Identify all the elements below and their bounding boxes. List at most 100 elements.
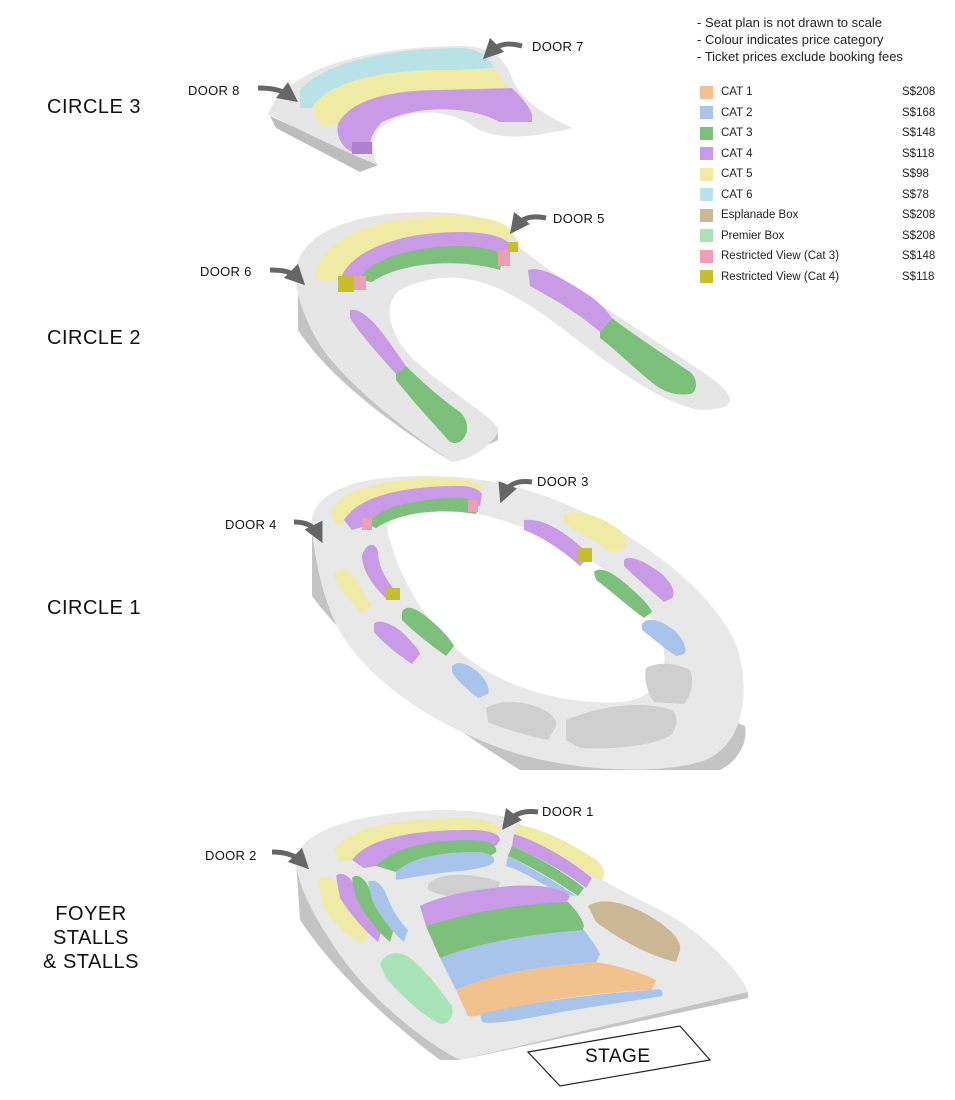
legend-label: Restricted View (Cat 4) xyxy=(721,270,840,283)
door-6-label: DOOR 6 xyxy=(200,264,252,279)
swatch-cat6 xyxy=(700,188,713,202)
stalls-right-cat3 xyxy=(508,846,584,896)
price-legend: CAT 1 S$208 CAT 2 S$168 CAT 3 S$148 CAT 4 S$… xyxy=(700,82,942,287)
circle1-right-cat2-block xyxy=(642,619,686,656)
legend-item-cat2: CAT 2 S$168 xyxy=(700,103,942,124)
circle2-right-cat4-arm xyxy=(528,269,612,332)
stalls-foyer-cat5 xyxy=(334,818,500,862)
legend-price: S$208 xyxy=(902,229,936,242)
level-label-stalls-line2: & STALLS xyxy=(43,951,139,973)
legend-label: CAT 3 xyxy=(721,127,753,140)
door-3-arrow xyxy=(498,479,533,504)
stalls-premier-box xyxy=(380,953,453,1024)
door-1-arrow xyxy=(501,807,539,830)
circle2-restricted-cat4-right xyxy=(508,242,518,252)
legend-item-esplanade-box: Esplanade Box S$208 xyxy=(700,205,942,226)
legend-price: S$148 xyxy=(902,250,936,263)
circle2-restricted-cat3-left xyxy=(354,276,366,290)
stalls-level xyxy=(271,807,748,1087)
door-4-arrow xyxy=(293,519,323,543)
stalls-center-cat4 xyxy=(420,885,570,926)
circle1-box-right xyxy=(645,663,692,704)
stalls-left-cat4 xyxy=(336,873,382,942)
circle2-right-cat3-arm xyxy=(600,318,696,395)
door-6-arrow xyxy=(269,263,306,286)
swatch-cat1 xyxy=(700,85,713,99)
circle1-box-center-right xyxy=(566,705,677,749)
stalls-front-cat2 xyxy=(480,989,663,1023)
level-label-stalls: FOYER STALLS & STALLS xyxy=(18,902,164,974)
legend-label: Premier Box xyxy=(721,229,785,242)
circle2-cat3-band xyxy=(358,246,503,282)
stalls-right-cat5 xyxy=(514,824,604,880)
legend-label: Restricted View (Cat 3) xyxy=(721,250,840,263)
door-8-label: DOOR 8 xyxy=(188,83,240,98)
swatch-premier-box xyxy=(700,229,713,243)
circle2-left-cat4-arm xyxy=(350,309,406,374)
circle3-level xyxy=(257,37,572,172)
circle1-left-cat3-block xyxy=(402,607,454,656)
legend-label: Esplanade Box xyxy=(721,209,799,222)
stalls-center-cat2 xyxy=(440,930,600,990)
stalls-right-cat2 xyxy=(506,856,576,896)
door-2-label: DOOR 2 xyxy=(205,848,257,863)
stalls-center-cat3 xyxy=(426,902,584,958)
level-label-stalls-line1: FOYER STALLS xyxy=(53,903,129,949)
legend-item-cat3: CAT 3 S$148 xyxy=(700,123,942,144)
circle1-back-cat3 xyxy=(366,498,478,528)
swatch-restricted-cat4 xyxy=(700,270,713,284)
legend-price: S$118 xyxy=(902,270,935,283)
legend-label: CAT 5 xyxy=(721,168,753,181)
stalls-center-cat1 xyxy=(456,962,656,1017)
legend-label: CAT 2 xyxy=(721,106,753,119)
circle1-left-cat5-block xyxy=(334,568,372,612)
legend-label: CAT 4 xyxy=(721,147,753,160)
level-label-circle3: CIRCLE 3 xyxy=(47,96,142,118)
legend-price: S$208 xyxy=(902,209,936,222)
circle1-level xyxy=(293,475,746,770)
circle1-left-restricted-cat4 xyxy=(386,588,400,600)
circle1-well xyxy=(387,508,665,703)
legend-price: S$168 xyxy=(902,106,936,119)
stalls-right-cat4 xyxy=(512,834,592,888)
stalls-foyer-cat4 xyxy=(352,830,500,868)
level-label-circle2: CIRCLE 2 xyxy=(47,327,142,349)
circle2-cat4-band xyxy=(340,232,510,280)
circle2-restricted-cat4-left xyxy=(338,276,354,292)
legend-item-restricted-cat3: Restricted View (Cat 3) S$148 xyxy=(700,246,942,267)
note-booking-fees: - Ticket prices exclude booking fees xyxy=(697,49,903,64)
circle3-cat4-section xyxy=(337,88,532,152)
circle1-left-cat2-block xyxy=(452,663,489,698)
legend-item-restricted-cat4: Restricted View (Cat 4) S$118 xyxy=(700,267,942,288)
circle2-left-cat3-arm xyxy=(396,366,468,443)
circle1-right-cat4-block xyxy=(624,557,674,602)
door-8-arrow xyxy=(257,82,299,102)
door-5-label: DOOR 5 xyxy=(553,211,605,226)
stalls-left-cat5 xyxy=(318,876,370,944)
legend-price: S$118 xyxy=(902,147,935,160)
legend-price: S$208 xyxy=(902,86,936,99)
legend-price: S$78 xyxy=(902,188,929,201)
legend-price: S$148 xyxy=(902,127,936,140)
stalls-left-cat2 xyxy=(368,880,408,942)
stalls-foyer-cat2 xyxy=(396,852,495,880)
door-5-arrow xyxy=(509,211,547,234)
legend-label: CAT 1 xyxy=(721,86,753,99)
circle1-back-cat4 xyxy=(344,486,482,530)
legend-item-cat4: CAT 4 S$118 xyxy=(700,144,942,165)
stage-label: STAGE xyxy=(585,1046,651,1067)
circle2-restricted-cat3-right xyxy=(498,250,510,266)
legend-item-premier-box: Premier Box S$208 xyxy=(700,226,942,247)
swatch-cat4 xyxy=(700,147,713,161)
notes: - Seat plan is not drawn to scale - Colo… xyxy=(697,14,903,65)
swatch-cat3 xyxy=(700,126,713,140)
stalls-esplanade-box xyxy=(588,901,681,962)
circle3-cat6-section xyxy=(300,48,494,108)
circle1-left-cat4-curve xyxy=(362,544,396,600)
swatch-restricted-cat3 xyxy=(700,249,713,263)
door-2-arrow xyxy=(271,847,310,870)
circle1-right-restricted-cat4 xyxy=(578,548,592,562)
